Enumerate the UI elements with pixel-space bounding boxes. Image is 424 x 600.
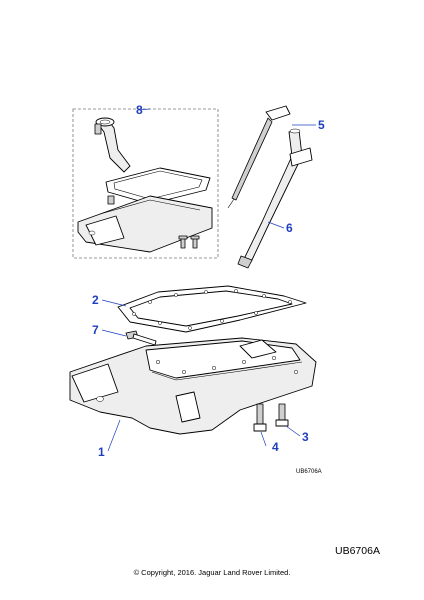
reference-code: UB6706A	[335, 545, 380, 557]
dipstick	[227, 105, 291, 209]
inset-kit-group	[72, 108, 219, 259]
oil-sump	[69, 337, 317, 435]
leader-6	[267, 221, 285, 229]
leader-lines	[101, 108, 316, 452]
callout-5: 5	[318, 118, 325, 132]
bolt-7	[125, 330, 157, 346]
drawing-code: UB6706A	[296, 469, 322, 475]
leader-8	[137, 108, 151, 111]
inset-kit-border	[72, 108, 219, 259]
leader-4	[260, 431, 267, 447]
inset-filler-tube	[94, 117, 131, 173]
sump-gasket	[117, 285, 307, 333]
leader-7	[101, 329, 127, 337]
leader-2	[101, 299, 127, 307]
callout-6: 6	[286, 221, 293, 235]
callout-8: 8	[136, 103, 143, 117]
gasket-bolt-holes	[132, 289, 292, 330]
copyright-notice: © Copyright, 2016. Jaguar Land Rover Lim…	[133, 568, 291, 577]
callout-4: 4	[272, 440, 279, 454]
bolt-3	[275, 403, 289, 427]
dipstick-tube	[237, 128, 313, 269]
inset-sump	[77, 195, 213, 253]
inset-bolts	[178, 235, 200, 249]
inset-gasket	[105, 167, 211, 205]
callout-7: 7	[92, 323, 99, 337]
callout-2: 2	[92, 293, 99, 307]
bolt-4	[253, 403, 267, 432]
leader-1	[107, 419, 121, 452]
leader-3	[285, 425, 301, 437]
callout-1: 1	[98, 445, 105, 459]
callout-3: 3	[302, 430, 309, 444]
sump-flange-bolts	[155, 355, 299, 375]
